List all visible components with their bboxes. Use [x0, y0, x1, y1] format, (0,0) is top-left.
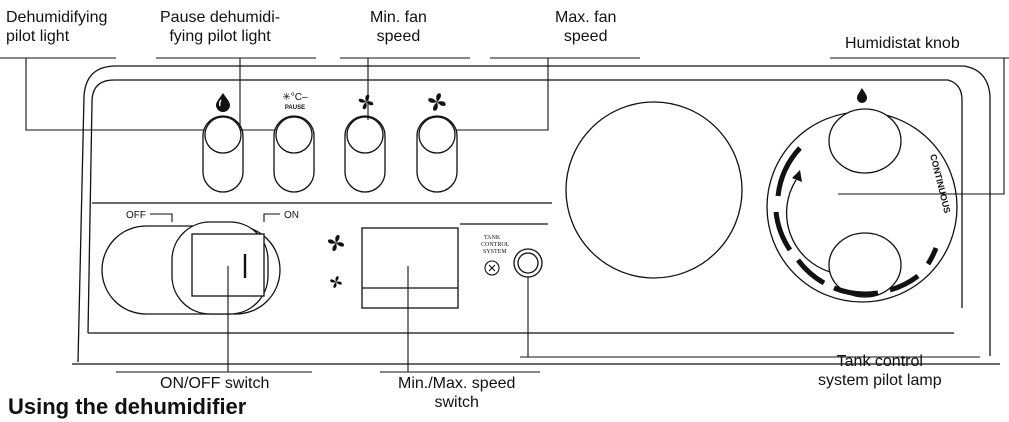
tank-marking-3: SYSTEM	[483, 249, 507, 255]
min-speed-fan-icon	[330, 276, 342, 288]
humidistat-knob	[766, 108, 958, 303]
callout-line: speed	[563, 28, 608, 45]
min-max-speed-switch	[361, 227, 459, 309]
callout-tank-control-lamp: Tank control system pilot lamp	[818, 352, 942, 390]
callout-min-fan-speed: Min. fan speed	[370, 8, 427, 46]
leader-dehumidifying	[25, 58, 204, 131]
on-marking: ON	[284, 210, 299, 221]
callout-line: Tank control	[836, 353, 923, 370]
callout-line: system pilot lamp	[818, 372, 942, 389]
callout-pause-pilot-light: Pause dehumidi- fying pilot light	[160, 8, 280, 46]
callout-line: Pause dehumidi-	[160, 9, 281, 26]
callout-line: Dehumidifying	[6, 9, 108, 26]
callout-on-off-switch: ON/OFF switch	[160, 375, 270, 392]
tank-marking-1: TANK	[484, 235, 501, 241]
tank-control-icon	[484, 260, 500, 276]
callout-line: Max. fan	[555, 9, 617, 26]
leader-max-fan	[456, 58, 549, 131]
section-heading: Using the dehumidifier	[8, 394, 247, 419]
leader-humidistat	[838, 58, 1005, 195]
callout-line: Min./Max. speed	[398, 375, 516, 392]
max-speed-fan-icon	[328, 235, 344, 251]
continuous-marking: CONTINUOUS	[928, 153, 952, 214]
water-drop-icon	[216, 93, 230, 112]
callout-line: Min. fan	[370, 9, 427, 26]
leader-pause	[239, 58, 275, 131]
callout-line: switch	[434, 394, 479, 411]
max-fan-icon	[428, 93, 446, 111]
callout-min-max-speed-switch: Min./Max. speed switch	[398, 374, 515, 412]
callout-line: speed	[376, 28, 421, 45]
panel-outline	[77, 65, 991, 363]
round-grille	[565, 101, 743, 279]
callout-line: pilot light	[6, 28, 70, 45]
pause-word-text: PAUSE	[285, 105, 305, 111]
tank-marking-2: CONTROL	[481, 242, 510, 248]
pause-symbol-text: ✳°C–	[282, 92, 308, 103]
off-marking: OFF	[126, 210, 146, 221]
callout-line: fying pilot light	[169, 28, 271, 45]
min-fan-icon	[358, 94, 374, 110]
callout-dehumidifying-pilot-light: Dehumidifying pilot light	[6, 8, 107, 46]
knob-water-drop-icon	[857, 88, 867, 103]
callout-max-fan-speed: Max. fan speed	[555, 8, 616, 46]
callout-humidistat-knob: Humidistat knob	[845, 35, 960, 52]
